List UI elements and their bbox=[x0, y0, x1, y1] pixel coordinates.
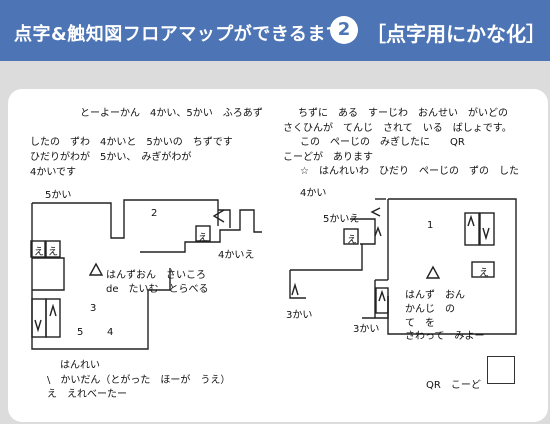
right-floor3b-label: 3かい bbox=[353, 324, 380, 335]
right-triangle-text-4: さわって みよー bbox=[405, 331, 485, 342]
left-box-stairs2 bbox=[45, 298, 61, 338]
right-wall-outer bbox=[387, 198, 517, 335]
left-text-line-3: ひだりがわが 5かい、 みぎがわが bbox=[30, 152, 192, 163]
right-wall-entrance bbox=[350, 218, 376, 245]
right-text-line-4: こーどが あります bbox=[283, 152, 373, 163]
right-box-e bbox=[471, 261, 495, 278]
content-card bbox=[8, 89, 548, 422]
left-room-4: 4 bbox=[107, 327, 114, 338]
right-room-1: 1 bbox=[427, 220, 434, 231]
left-box-e2 bbox=[45, 240, 61, 258]
left-floor-label: 5かい bbox=[45, 190, 72, 201]
right-box-e2 bbox=[343, 228, 359, 245]
right-triangle-text-2: かんじ の bbox=[405, 304, 455, 315]
right-e-label-2: え bbox=[479, 268, 489, 279]
legend-elevator: え えれべーたー bbox=[47, 389, 127, 400]
left-stairs-glyph-3 bbox=[212, 209, 225, 223]
right-floor4-label: 4かい bbox=[300, 188, 327, 199]
left-room-2: 2 bbox=[151, 208, 158, 219]
left-room-3: 3 bbox=[90, 303, 97, 314]
right-stairs-glyph-4 bbox=[291, 282, 299, 296]
left-stairs-glyph-2 bbox=[34, 319, 42, 333]
right-wall-mid bbox=[290, 244, 363, 271]
left-text-line-4: 4かいです bbox=[30, 167, 77, 178]
qr-code-box bbox=[487, 356, 515, 384]
left-box-e3 bbox=[195, 225, 211, 242]
right-text-line-3: この ぺーじの みぎしたに QR bbox=[300, 137, 465, 148]
right-e-label: え bbox=[347, 235, 357, 246]
left-wall-bottom bbox=[31, 268, 171, 350]
right-triangle-text-3: て を bbox=[405, 318, 435, 329]
right-box-stairs1 bbox=[464, 212, 480, 246]
left-room-5: 5 bbox=[77, 327, 84, 338]
header-bar: 点字&触知図フロアマップができるまで 2 ［点字用にかな化］ bbox=[0, 0, 550, 61]
left-box-stairs1 bbox=[31, 298, 47, 338]
right-text-line-1: ちずに ある すーじわ おんせい がいどの bbox=[298, 108, 508, 119]
right-stairs-glyph-5 bbox=[370, 207, 381, 217]
right-floor5e-label: 5かいえ bbox=[323, 214, 360, 225]
left-wall-right bbox=[140, 209, 262, 253]
right-wall-3a bbox=[289, 270, 306, 299]
left-wall-room bbox=[32, 257, 65, 291]
left-text-line-1: とーよーかん 4かい、5かい ふろあず bbox=[80, 108, 263, 119]
legend-stairs: \ かいだん（とがった ほーが うえ） bbox=[47, 375, 231, 386]
right-floor3a-label: 3かい bbox=[286, 310, 313, 321]
right-stairs-glyph-1 bbox=[467, 214, 475, 227]
header-subtitle: ［点字用にかな化］ bbox=[366, 22, 546, 46]
left-triangle-text-2: de たいむ とらべる bbox=[106, 284, 209, 295]
right-stairs-glyph-2 bbox=[482, 227, 490, 241]
right-stairs-glyph-3 bbox=[378, 289, 386, 302]
left-triangle-text-1: はんずおん さいころ bbox=[106, 270, 206, 281]
qr-label: QR こーど bbox=[426, 380, 481, 391]
left-stairs-glyph-1 bbox=[49, 303, 57, 317]
right-stairs-glyph-6 bbox=[374, 226, 382, 237]
left-box-e1 bbox=[30, 240, 46, 258]
right-box-stairs2 bbox=[479, 212, 495, 246]
left-triangle-marker bbox=[88, 262, 104, 276]
left-e-label-2: え bbox=[48, 247, 58, 258]
right-box-stairs3 bbox=[375, 287, 389, 314]
left-e-label-3: え bbox=[198, 233, 208, 244]
right-text-line-5: ☆ はんれいわ ひだり ぺーじの ずの した bbox=[300, 166, 519, 177]
step-badge: 2 bbox=[330, 16, 358, 44]
header-title: 点字&触知図フロアマップができるまで bbox=[14, 24, 345, 45]
left-e-label-1: え bbox=[34, 247, 44, 258]
right-triangle-marker bbox=[425, 265, 441, 279]
legend-title: はんれい bbox=[60, 360, 100, 371]
left-floor4e-label: 4かいえ bbox=[218, 250, 255, 261]
left-wall-top bbox=[32, 199, 219, 239]
right-triangle-text-1: はんず おん bbox=[405, 290, 465, 301]
right-text-line-2: さくひんが てんじ されて いる ばしょです。 bbox=[283, 123, 512, 134]
left-text-line-2: したの ずわ 4かいと 5かいの ちずです bbox=[30, 137, 233, 148]
